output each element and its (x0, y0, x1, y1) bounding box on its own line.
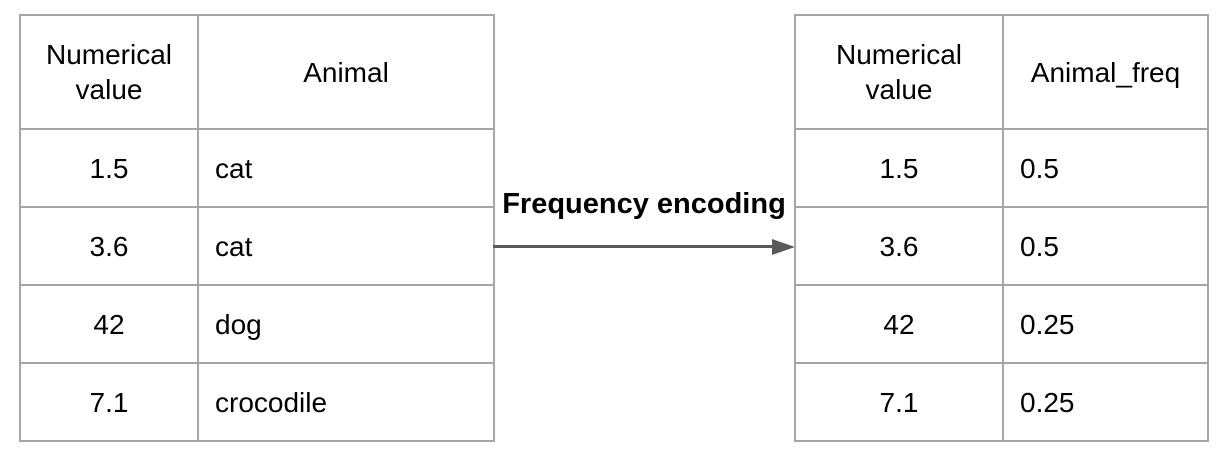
animal-freq-cell: 0.5 (1002, 206, 1209, 286)
table-row: 42 0.25 (794, 284, 1209, 364)
table-row: 1.5 0.5 (794, 128, 1209, 208)
animal-freq-cell: 0.25 (1002, 284, 1209, 364)
transform-section: Frequency encoding (493, 0, 795, 462)
numerical-value-cell: 7.1 (19, 362, 199, 442)
table-row: 3.6 0.5 (794, 206, 1209, 286)
numerical-value-cell: 3.6 (19, 206, 199, 286)
numerical-value-cell: 42 (19, 284, 199, 364)
original-table: Numerical value Animal 1.5 cat 3.6 cat 4… (19, 14, 495, 442)
animal-freq-cell: 0.5 (1002, 128, 1209, 208)
numerical-value-cell: 1.5 (19, 128, 199, 208)
arrow-shaft (493, 245, 774, 248)
numerical-value-header: Numerical value (19, 14, 199, 130)
table-row: 7.1 0.25 (794, 362, 1209, 442)
animal-cell: dog (197, 284, 495, 364)
animal-cell: cat (197, 128, 495, 208)
numerical-value-cell: 1.5 (794, 128, 1004, 208)
arrow-head (772, 239, 795, 255)
header-row: Numerical value Animal (19, 14, 495, 130)
animal-cell: cat (197, 206, 495, 286)
right-arrow-icon (493, 0, 795, 462)
numerical-value-cell: 3.6 (794, 206, 1004, 286)
numerical-value-header: Numerical value (794, 14, 1004, 130)
numerical-value-cell: 42 (794, 284, 1004, 364)
encoded-table: Numerical value Animal_freq 1.5 0.5 3.6 … (794, 14, 1209, 442)
animal-freq-cell: 0.25 (1002, 362, 1209, 442)
transform-label: Frequency encoding (502, 188, 786, 220)
header-row: Numerical value Animal_freq (794, 14, 1209, 130)
table-row: 1.5 cat (19, 128, 495, 208)
animal-freq-header: Animal_freq (1002, 14, 1209, 130)
table-row: 3.6 cat (19, 206, 495, 286)
table-row: 7.1 crocodile (19, 362, 495, 442)
animal-cell: crocodile (197, 362, 495, 442)
numerical-value-cell: 7.1 (794, 362, 1004, 442)
animal-header: Animal (197, 14, 495, 130)
table-row: 42 dog (19, 284, 495, 364)
